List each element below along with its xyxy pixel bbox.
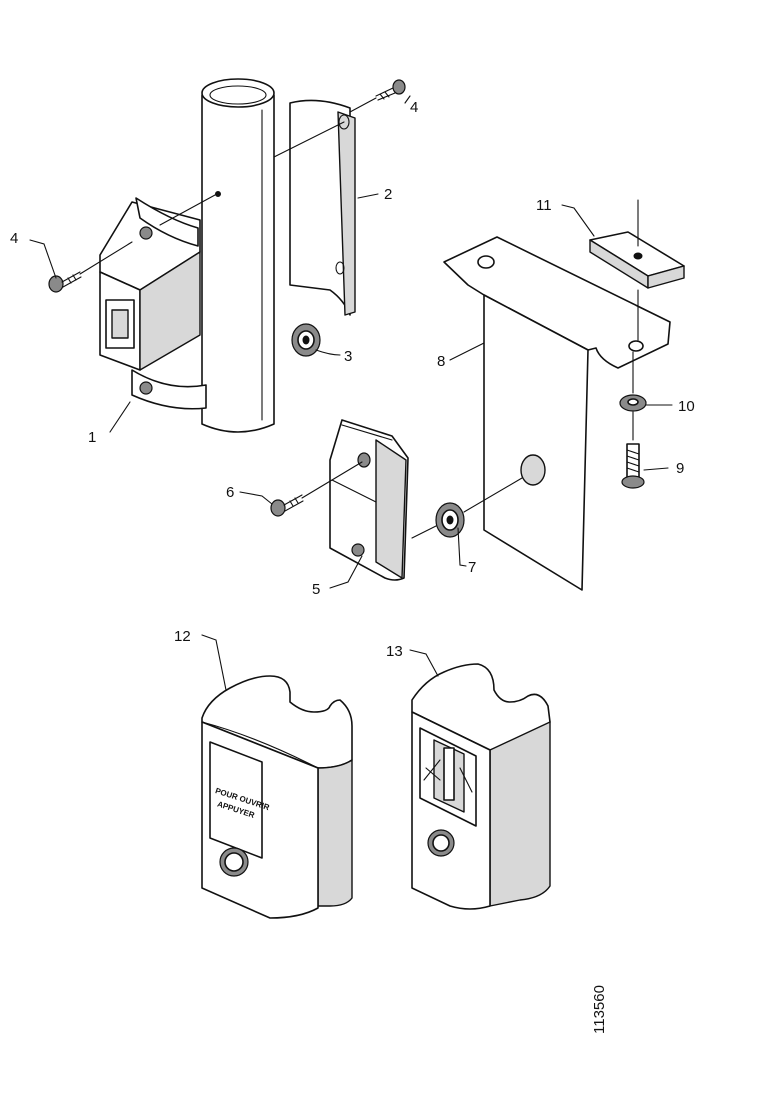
- part-7-grommet: [411, 477, 523, 539]
- part-3-grommet: [291, 323, 321, 357]
- part-4-screw-upper: [349, 79, 406, 113]
- callout-7: 7: [468, 559, 476, 576]
- part-11-clip-nut: [589, 199, 685, 341]
- part-4-screw-left: [48, 241, 133, 293]
- part-9-bolt: [621, 443, 645, 489]
- part-2-half-shell: [273, 99, 356, 316]
- part-12-labeled-housing: [201, 675, 353, 919]
- callout-1: 1: [88, 429, 96, 446]
- callout-3: 3: [344, 348, 352, 365]
- part-10-washer: [619, 351, 647, 441]
- document-number: 113560: [591, 985, 608, 1034]
- part-5-cover-plate: [329, 419, 409, 581]
- callout-9: 9: [676, 460, 684, 477]
- callout-labels: 1 2 3 4 4 5 6 7 8 9 10 11 12 13: [10, 99, 695, 660]
- callout-13: 13: [386, 643, 403, 660]
- part-1-valve-body: [99, 191, 221, 410]
- callout-5: 5: [312, 581, 320, 598]
- callout-4-upper: 4: [410, 99, 418, 116]
- part-8-bracket: [443, 236, 671, 591]
- vertical-pipe: [201, 78, 275, 433]
- callout-6: 6: [226, 484, 234, 501]
- part-13-windowed-housing: [411, 663, 551, 910]
- callout-11: 11: [536, 197, 552, 214]
- part-6-screw: [270, 461, 363, 517]
- callout-4-left: 4: [10, 230, 18, 247]
- callout-8: 8: [437, 353, 445, 370]
- callout-12: 12: [174, 628, 191, 645]
- callout-2: 2: [384, 186, 392, 203]
- callout-10: 10: [678, 398, 695, 415]
- leader-lines: [29, 95, 673, 691]
